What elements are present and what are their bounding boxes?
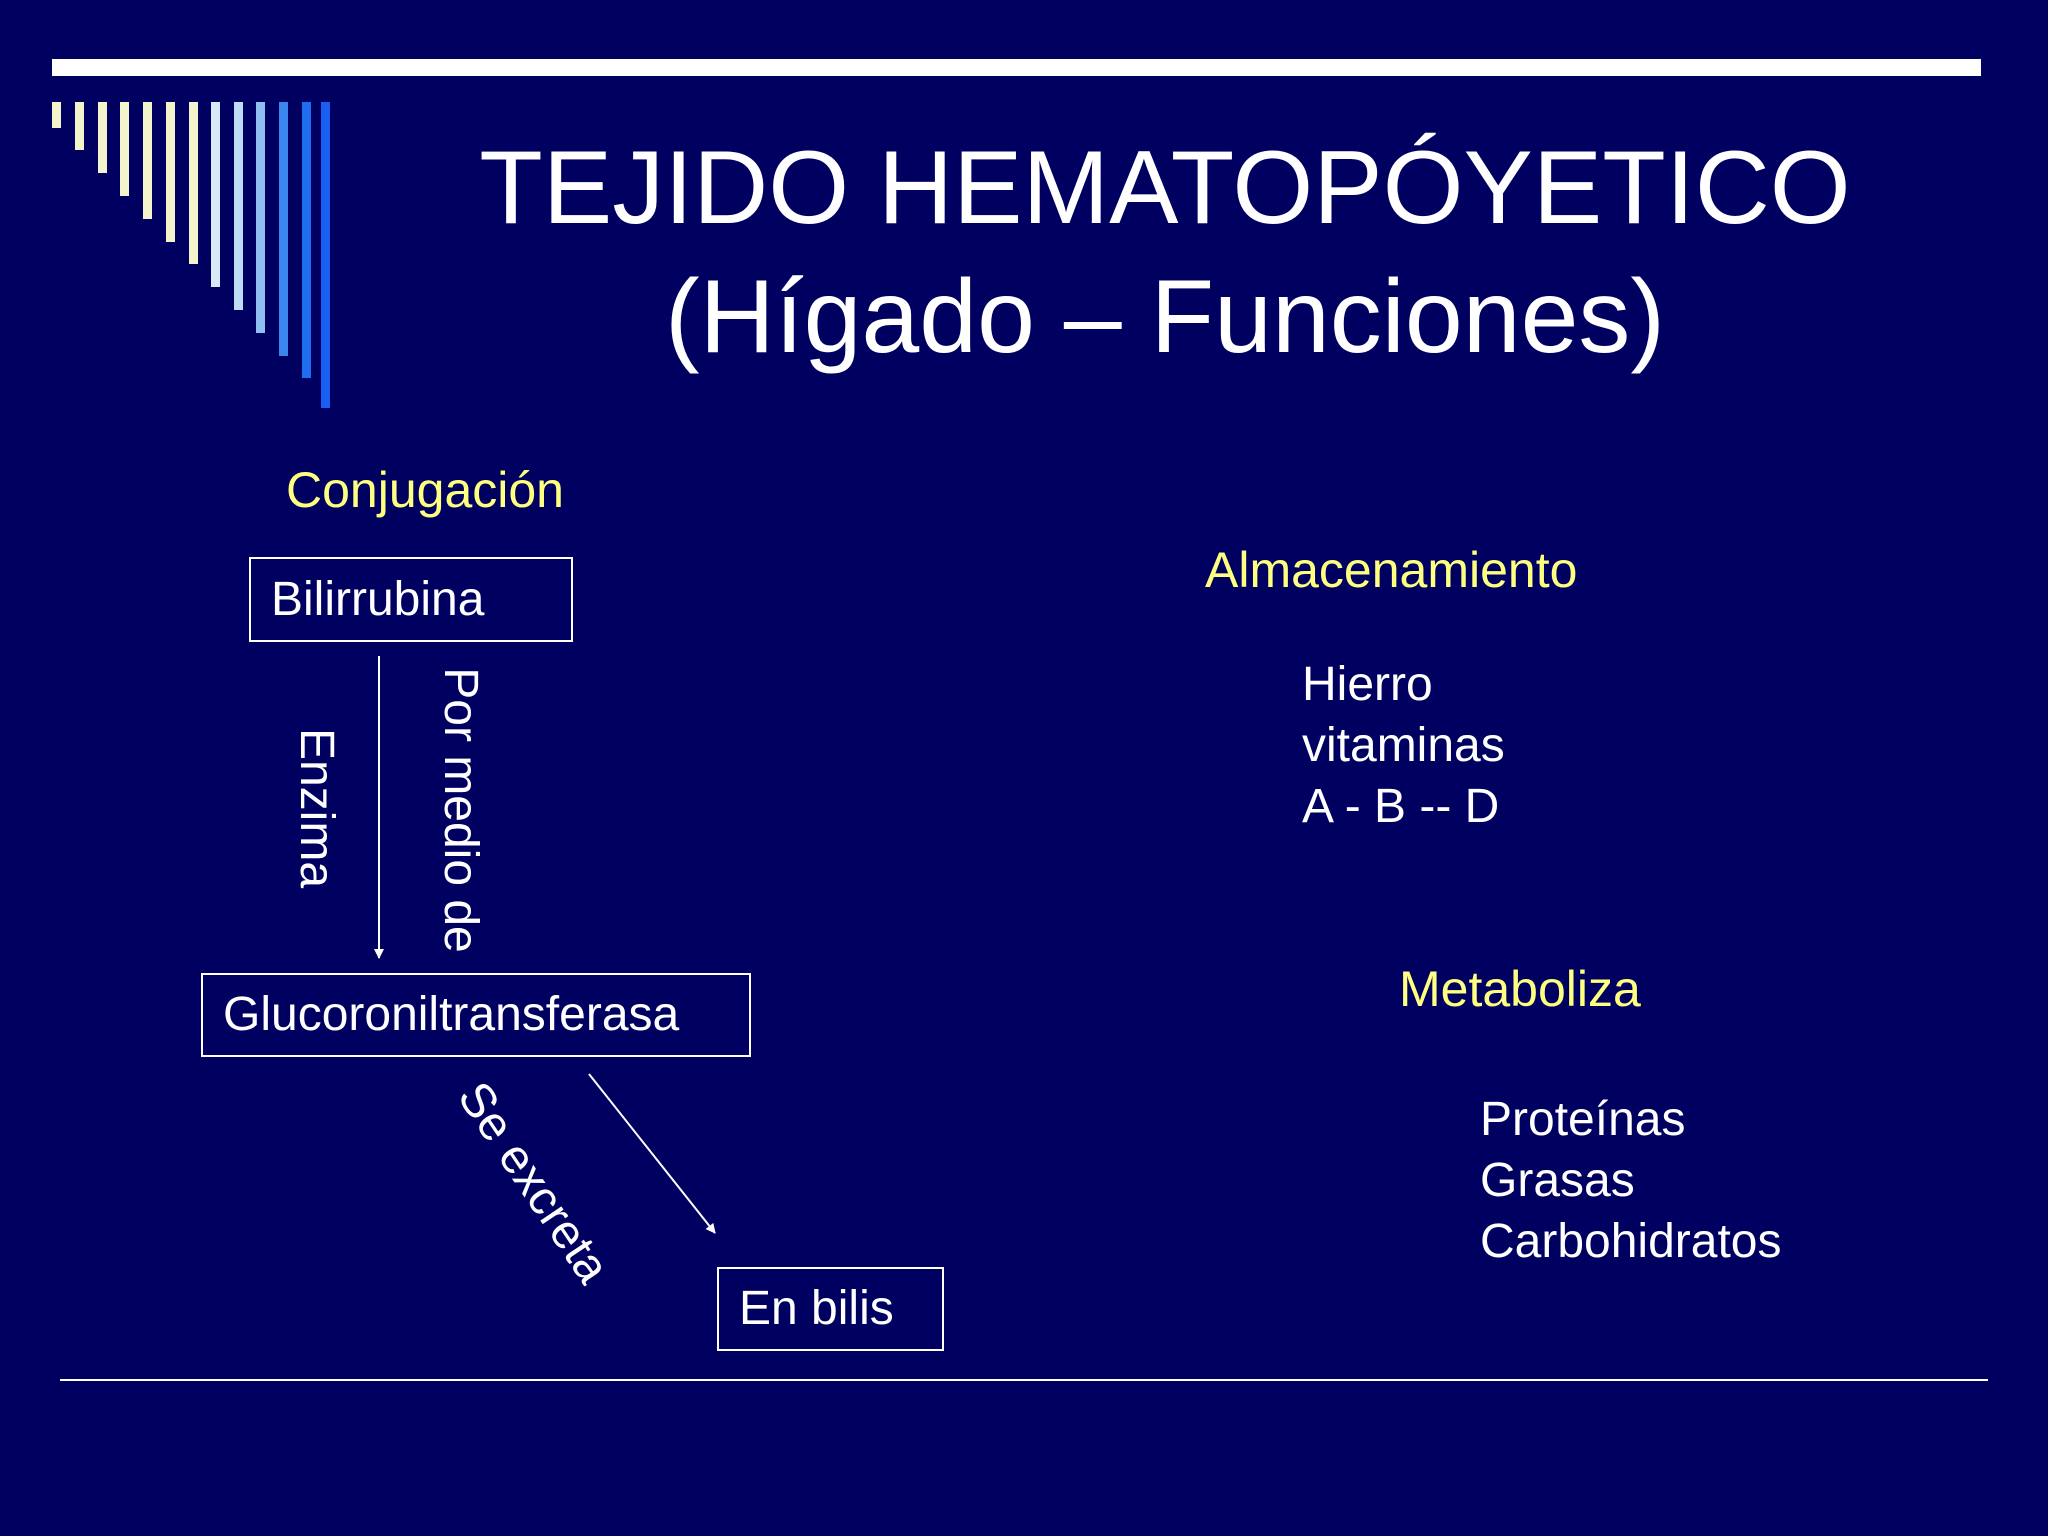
metaboliza-heading: Metaboliza bbox=[1399, 961, 1641, 1017]
list-item: Carbohidratos bbox=[1480, 1215, 1782, 1268]
stripe bbox=[189, 102, 198, 264]
en-bilis-label: En bilis bbox=[739, 1282, 894, 1335]
conjugacion-heading: Conjugación bbox=[286, 462, 564, 518]
stripe bbox=[234, 102, 243, 310]
stripe bbox=[302, 102, 311, 378]
stripe bbox=[166, 102, 175, 242]
list-item: vitaminas bbox=[1302, 719, 1505, 772]
glucoroniltransferasa-label: Glucoroniltransferasa bbox=[223, 988, 680, 1041]
slide-subtitle: (Hígado – Funciones) bbox=[664, 259, 1666, 375]
stripe bbox=[211, 102, 220, 287]
list-item: Grasas bbox=[1480, 1154, 1635, 1207]
stripe bbox=[52, 102, 61, 128]
stripe bbox=[98, 102, 107, 173]
stripe bbox=[256, 102, 265, 333]
stripe bbox=[143, 102, 152, 219]
slide-title: TEJIDO HEMATOPÓYETICO bbox=[479, 130, 1851, 246]
almacenamiento-list: Hierro vitaminas A - B -- D bbox=[1302, 654, 1505, 837]
stripe bbox=[120, 102, 129, 196]
glucoroniltransferasa-box: Glucoroniltransferasa bbox=[201, 973, 751, 1057]
stripe bbox=[75, 102, 84, 150]
stripe bbox=[279, 102, 288, 356]
top-divider bbox=[52, 59, 1981, 76]
arrow-glucoronil-to-bilis bbox=[588, 1073, 716, 1234]
list-item: Hierro bbox=[1302, 658, 1433, 711]
bilirrubina-box: Bilirrubina bbox=[249, 557, 573, 642]
stripe bbox=[321, 102, 330, 408]
bottom-divider bbox=[60, 1379, 1988, 1381]
metaboliza-list: Proteínas Grasas Carbohidratos bbox=[1480, 1089, 1782, 1272]
almacenamiento-heading: Almacenamiento bbox=[1205, 542, 1578, 598]
bilirrubina-label: Bilirrubina bbox=[271, 572, 485, 626]
list-item: A - B -- D bbox=[1302, 780, 1500, 833]
list-item: Proteínas bbox=[1480, 1093, 1686, 1146]
en-bilis-box: En bilis bbox=[717, 1267, 944, 1351]
